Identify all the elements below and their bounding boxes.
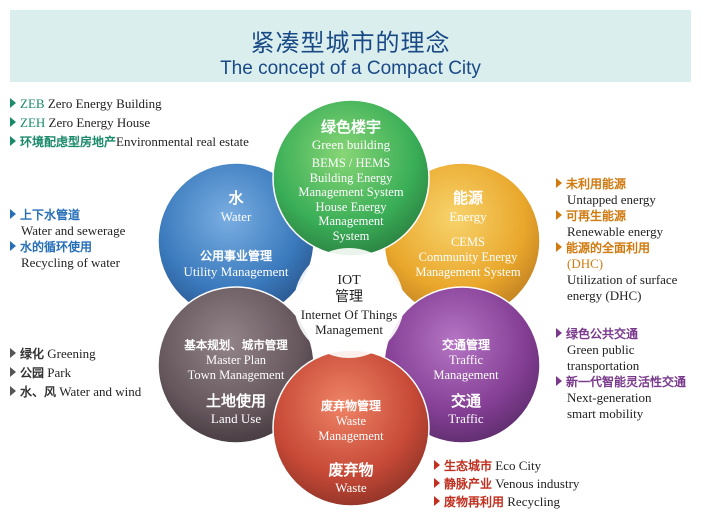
bottom-waste-list: 生态城市 Eco City 静脉产业 Venous industry 废物再利用… <box>434 458 579 510</box>
arrow-icon <box>556 210 562 220</box>
center-hub <box>294 248 404 358</box>
list-item-park: 公园 Park <box>10 365 141 381</box>
traffic-sub-en1: Traffic <box>449 353 483 367</box>
list-item-recycle-en: Recycling of water <box>21 255 120 270</box>
list-item-utilization-en2: energy (DHC) <box>567 288 642 303</box>
energy-en: Energy <box>449 209 487 224</box>
green-line4: House Energy <box>316 200 388 214</box>
land-sub-en2: Town Management <box>188 368 285 382</box>
waste-sub-en1: Waste <box>336 414 367 428</box>
energy-cn: 能源 <box>453 189 483 207</box>
list-item-water-en: Water and sewerage <box>21 223 126 238</box>
list-item-mobility-en2: smart mobility <box>567 406 644 421</box>
list-item-water-cn: 上下水管道 <box>10 207 125 223</box>
arrow-icon <box>10 386 16 396</box>
list-item-water-wind: 水、风 Water and wind <box>10 384 141 400</box>
green-en: Green building <box>312 137 391 152</box>
traffic-sub-cn: 交通管理 <box>442 337 490 352</box>
waste-en: Waste <box>335 480 367 495</box>
waste-sub-en2: Management <box>318 429 384 443</box>
list-item-mobility-cn: 新一代智能灵活性交通 <box>556 374 686 390</box>
arrow-icon <box>10 367 16 377</box>
green-line5: Management <box>318 214 384 228</box>
arrow-icon <box>10 348 16 358</box>
title-chinese: 紧凑型城市的理念 <box>250 29 451 57</box>
land-en: Land Use <box>211 411 261 426</box>
waste-cn: 废弃物 <box>328 461 373 479</box>
green-cn: 绿色楼宇 <box>321 118 381 136</box>
green-line3: Management System <box>298 185 403 199</box>
land-sub-cn: 基本规划、城市管理 <box>183 338 288 352</box>
green-line6: System <box>333 229 370 243</box>
right-traffic-list: 绿色公共交通 Green public transportation 新一代智能… <box>556 326 686 422</box>
list-item-renewable-cn: 可再生能源 <box>556 208 677 224</box>
center-manage-en: Management <box>315 322 383 337</box>
list-item-mobility-en: Next-generation <box>567 390 652 405</box>
list-item-utilization-dhc: (DHC) <box>567 256 604 271</box>
arrow-icon <box>10 117 16 127</box>
left-water-list: 上下水管道 Water and sewerage 水的循环使用 Recyclin… <box>10 207 125 271</box>
left-land-list: 绿化 Greening 公园 Park 水、风 Water and wind <box>10 346 141 400</box>
water-sub-en: Utility Management <box>183 264 288 279</box>
green-line2: Building Energy <box>310 171 394 185</box>
water-cn: 水 <box>228 189 244 207</box>
traffic-cn: 交通 <box>451 392 481 410</box>
center-iot-en: Internet Of Things <box>301 307 398 322</box>
list-item-greening: 绿化 Greening <box>10 346 141 362</box>
arrow-icon <box>10 209 16 219</box>
arrow-icon <box>434 460 440 470</box>
title-english: The concept of a Compact City <box>220 58 481 79</box>
green-line1: BEMS / HEMS <box>312 156 391 170</box>
arrow-icon <box>434 496 440 506</box>
water-en: Water <box>221 209 252 224</box>
list-item-zeb: ZEB Zero Energy Building <box>10 96 249 112</box>
right-energy-list: 未利用能源 Untapped energy 可再生能源 Renewable en… <box>556 176 677 304</box>
list-item-green-transport-cn: 绿色公共交通 <box>556 326 686 342</box>
traffic-en: Traffic <box>448 411 484 426</box>
arrow-icon <box>434 478 440 488</box>
center-iot: IOT <box>337 273 361 288</box>
list-item-eco-city: 生态城市 Eco City <box>434 458 579 474</box>
traffic-sub-en2: Management <box>433 368 499 382</box>
list-item-untapped-en: Untapped energy <box>567 192 656 207</box>
waste-sub-cn: 废弃物管理 <box>321 398 381 413</box>
list-item-recycling: 废物再利用 Recycling <box>434 494 579 510</box>
arrow-icon <box>556 328 562 338</box>
arrow-icon <box>10 241 16 251</box>
title-banner: 紧凑型城市的理念 The concept of a Compact City <box>10 10 691 82</box>
land-sub-en1: Master Plan <box>206 353 267 367</box>
arrow-icon <box>10 136 16 146</box>
arrow-icon <box>556 178 562 188</box>
list-item-utilization-cn: 能源的全面利用 <box>556 240 677 256</box>
arrow-icon <box>10 98 16 108</box>
energy-line2: Community Energy <box>419 250 518 264</box>
list-item-renewable-en: Renewable energy <box>567 224 664 239</box>
energy-line3: Management System <box>415 265 520 279</box>
land-cn: 土地使用 <box>206 392 266 410</box>
list-item-green-transport-en: Green public <box>567 342 635 357</box>
list-item-zeh: ZEH Zero Energy House <box>10 115 249 131</box>
arrow-icon <box>556 376 562 386</box>
arrow-icon <box>556 242 562 252</box>
list-item-venous: 静脉产业 Venous industry <box>434 476 579 492</box>
list-item-recycle-cn: 水的循环使用 <box>10 239 125 255</box>
list-item-env-real-estate: 环境配虑型房地产Environmental real estate <box>10 134 249 150</box>
water-sub-cn: 公用事业管理 <box>200 248 272 263</box>
center-manage-cn: 管理 <box>335 289 363 305</box>
list-item-green-transport-en2: transportation <box>567 358 640 373</box>
list-item-utilization-en: Utilization of surface <box>567 272 678 287</box>
list-item-untapped-cn: 未利用能源 <box>556 176 677 192</box>
left-top-list: ZEB Zero Energy Building ZEH Zero Energy… <box>10 96 249 150</box>
energy-line1: CEMS <box>451 235 485 249</box>
